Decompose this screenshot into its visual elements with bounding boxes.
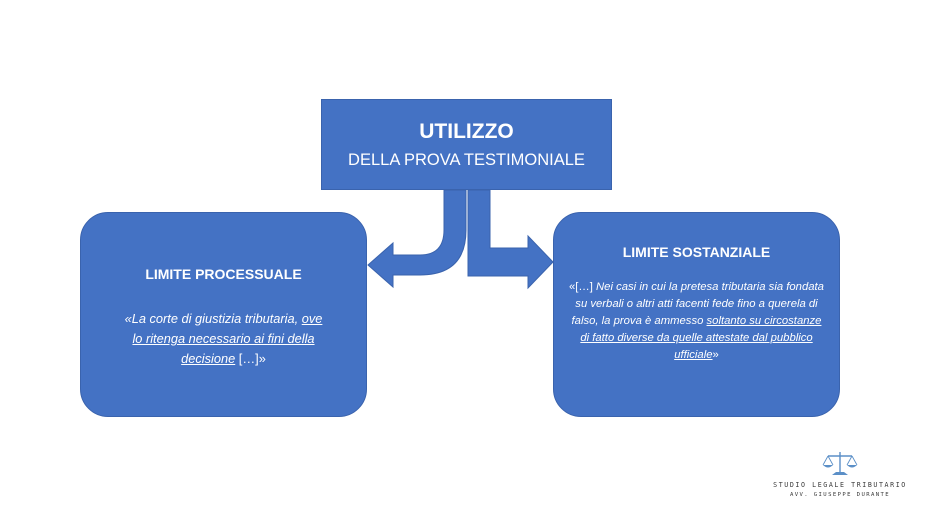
quote-opening: «[…] [569, 281, 597, 293]
substantive-limit-box: LIMITE SOSTANZIALE «[…] Nei casi in cui … [553, 212, 840, 417]
quote-underlined-text: lo ritenga necessario ai fini della [132, 331, 315, 346]
quote-underlined-text: soltanto su circostanze di fatto diverse… [580, 315, 822, 361]
quote-closing: […]» [235, 351, 266, 366]
right-connector-arrow [467, 189, 554, 290]
quote-underlined-text: decisione [181, 351, 236, 366]
quote-underlined-text: ove [301, 311, 323, 326]
quote-text: Nei casi in cui la pretesa tributaria si… [571, 281, 824, 327]
logo-lawyer-name: AVV. GIUSEPPE DURANTE [789, 492, 891, 498]
main-topic-box: UTILIZZO DELLA PROVA TESTIMONIALE [321, 99, 612, 190]
quote-text: «La corte di giustizia tributaria, [124, 311, 302, 326]
main-topic-title: UTILIZZO [419, 119, 514, 143]
left-connector-arrow [367, 189, 467, 289]
scales-of-justice-icon [822, 452, 858, 475]
substantive-limit-quote: «[…] Nei casi in cui la pretesa tributar… [568, 279, 825, 364]
procedural-limit-box: LIMITE PROCESSUALE «La corte di giustizi… [80, 212, 367, 417]
procedural-limit-quote: «La corte di giustizia tributaria, ove lo… [99, 309, 348, 369]
substantive-limit-heading: LIMITE SOSTANZIALE [622, 244, 771, 260]
procedural-limit-heading: LIMITE PROCESSUALE [145, 266, 302, 282]
quote-closing: » [712, 349, 719, 361]
main-topic-subtitle: DELLA PROVA TESTIMONIALE [348, 150, 585, 169]
law-firm-logo: STUDIO LEGALE TRIBUTARIO AVV. GIUSEPPE D… [770, 450, 910, 510]
logo-firm-name: STUDIO LEGALE TRIBUTARIO [773, 481, 907, 489]
